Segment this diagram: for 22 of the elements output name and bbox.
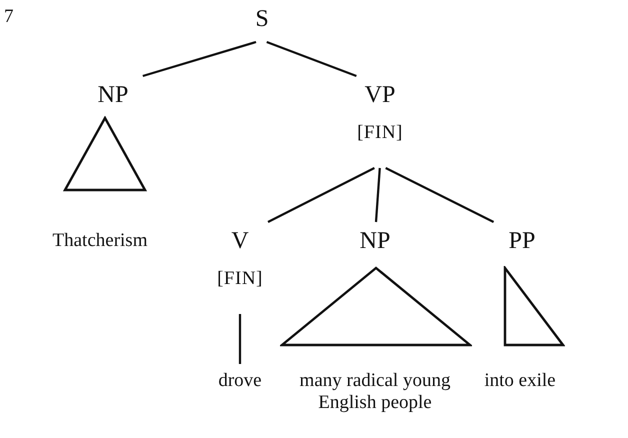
branch-line (385, 167, 494, 223)
abbreviation-triangle (63, 116, 147, 192)
category-label: VP (364, 82, 396, 110)
category-label: NP (85, 82, 141, 110)
example-number: 7 (4, 6, 14, 28)
abbreviation-triangle (503, 266, 565, 347)
word-label: drove (205, 370, 275, 392)
branch-line (142, 40, 256, 78)
category-label: S (247, 6, 277, 34)
word-label: into exile (480, 370, 560, 392)
branch-line (374, 168, 381, 222)
category-label: V (230, 228, 250, 256)
category-label: NP (346, 228, 404, 256)
category-label: PP (500, 228, 544, 256)
branch-line (266, 40, 357, 78)
branch-line (268, 167, 375, 223)
feature-label: [FIN] (356, 122, 404, 144)
word-label: many radical young English people (285, 370, 465, 414)
branch-line (238, 314, 242, 364)
abbreviation-triangle (280, 266, 472, 347)
word-label: Thatcherism (40, 230, 160, 252)
feature-label: [FIN] (216, 268, 264, 290)
